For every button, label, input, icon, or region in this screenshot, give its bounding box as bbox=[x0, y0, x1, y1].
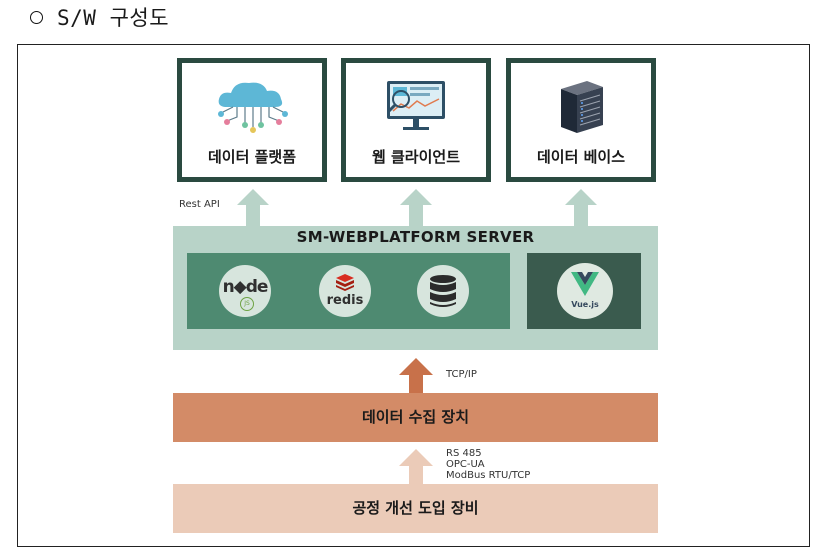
database-icon bbox=[417, 265, 469, 317]
nodejs-icon: n◆de JS bbox=[219, 265, 271, 317]
web-client-label: 웹 클라이언트 bbox=[371, 148, 461, 166]
vuejs-label: Vue.js bbox=[571, 300, 599, 309]
web-client-box: 웹 클라이언트 bbox=[341, 58, 491, 182]
protocol-item: RS 485 bbox=[446, 448, 482, 459]
tech-stack-box: n◆de JS redis bbox=[187, 253, 510, 329]
arrow-up-icon bbox=[237, 189, 269, 226]
heading-text: S/W 구성도 bbox=[57, 6, 170, 30]
database-label: 데이터 베이스 bbox=[536, 148, 626, 166]
redis-icon: redis bbox=[319, 265, 371, 317]
vue-box: Vue.js bbox=[527, 253, 641, 329]
arrow-up-icon bbox=[399, 358, 433, 393]
js-badge: JS bbox=[240, 297, 254, 311]
server-rack-icon bbox=[561, 81, 603, 133]
process-equipment-block: 공정 개선 도입 장비 bbox=[173, 484, 658, 533]
database-box: 데이터 베이스 bbox=[506, 58, 656, 182]
cloud-network-icon bbox=[218, 82, 288, 133]
process-equipment-label: 공정 개선 도입 장비 bbox=[352, 499, 479, 517]
protocol-item: ModBus RTU/TCP bbox=[446, 470, 531, 481]
arrow-up-icon bbox=[400, 189, 432, 226]
server-title: SM-WEBPLATFORM SERVER bbox=[296, 228, 535, 246]
diagram-frame bbox=[17, 44, 810, 547]
data-collector-block: 데이터 수집 장치 bbox=[173, 393, 658, 442]
data-collector-label: 데이터 수집 장치 bbox=[361, 408, 470, 426]
redis-label: redis bbox=[326, 293, 364, 308]
vuejs-icon: Vue.js bbox=[557, 263, 613, 319]
rest-api-label: Rest API bbox=[179, 199, 220, 210]
arrow-up-icon bbox=[399, 449, 433, 484]
tcp-ip-label: TCP/IP bbox=[446, 369, 477, 380]
bullet-circle-icon bbox=[30, 10, 43, 24]
heading: S/W 구성도 bbox=[30, 2, 169, 32]
data-platform-box: 데이터 플랫폼 bbox=[177, 58, 327, 182]
data-platform-label: 데이터 플랫폼 bbox=[207, 148, 297, 166]
server-block: SM-WEBPLATFORM SERVER n◆de JS redis bbox=[173, 226, 658, 350]
dashboard-screen-icon bbox=[387, 81, 445, 130]
protocol-item: OPC-UA bbox=[446, 459, 485, 470]
arrow-up-icon bbox=[565, 189, 597, 226]
protocol-list: RS 485 OPC-UA ModBus RTU/TCP bbox=[446, 448, 530, 481]
